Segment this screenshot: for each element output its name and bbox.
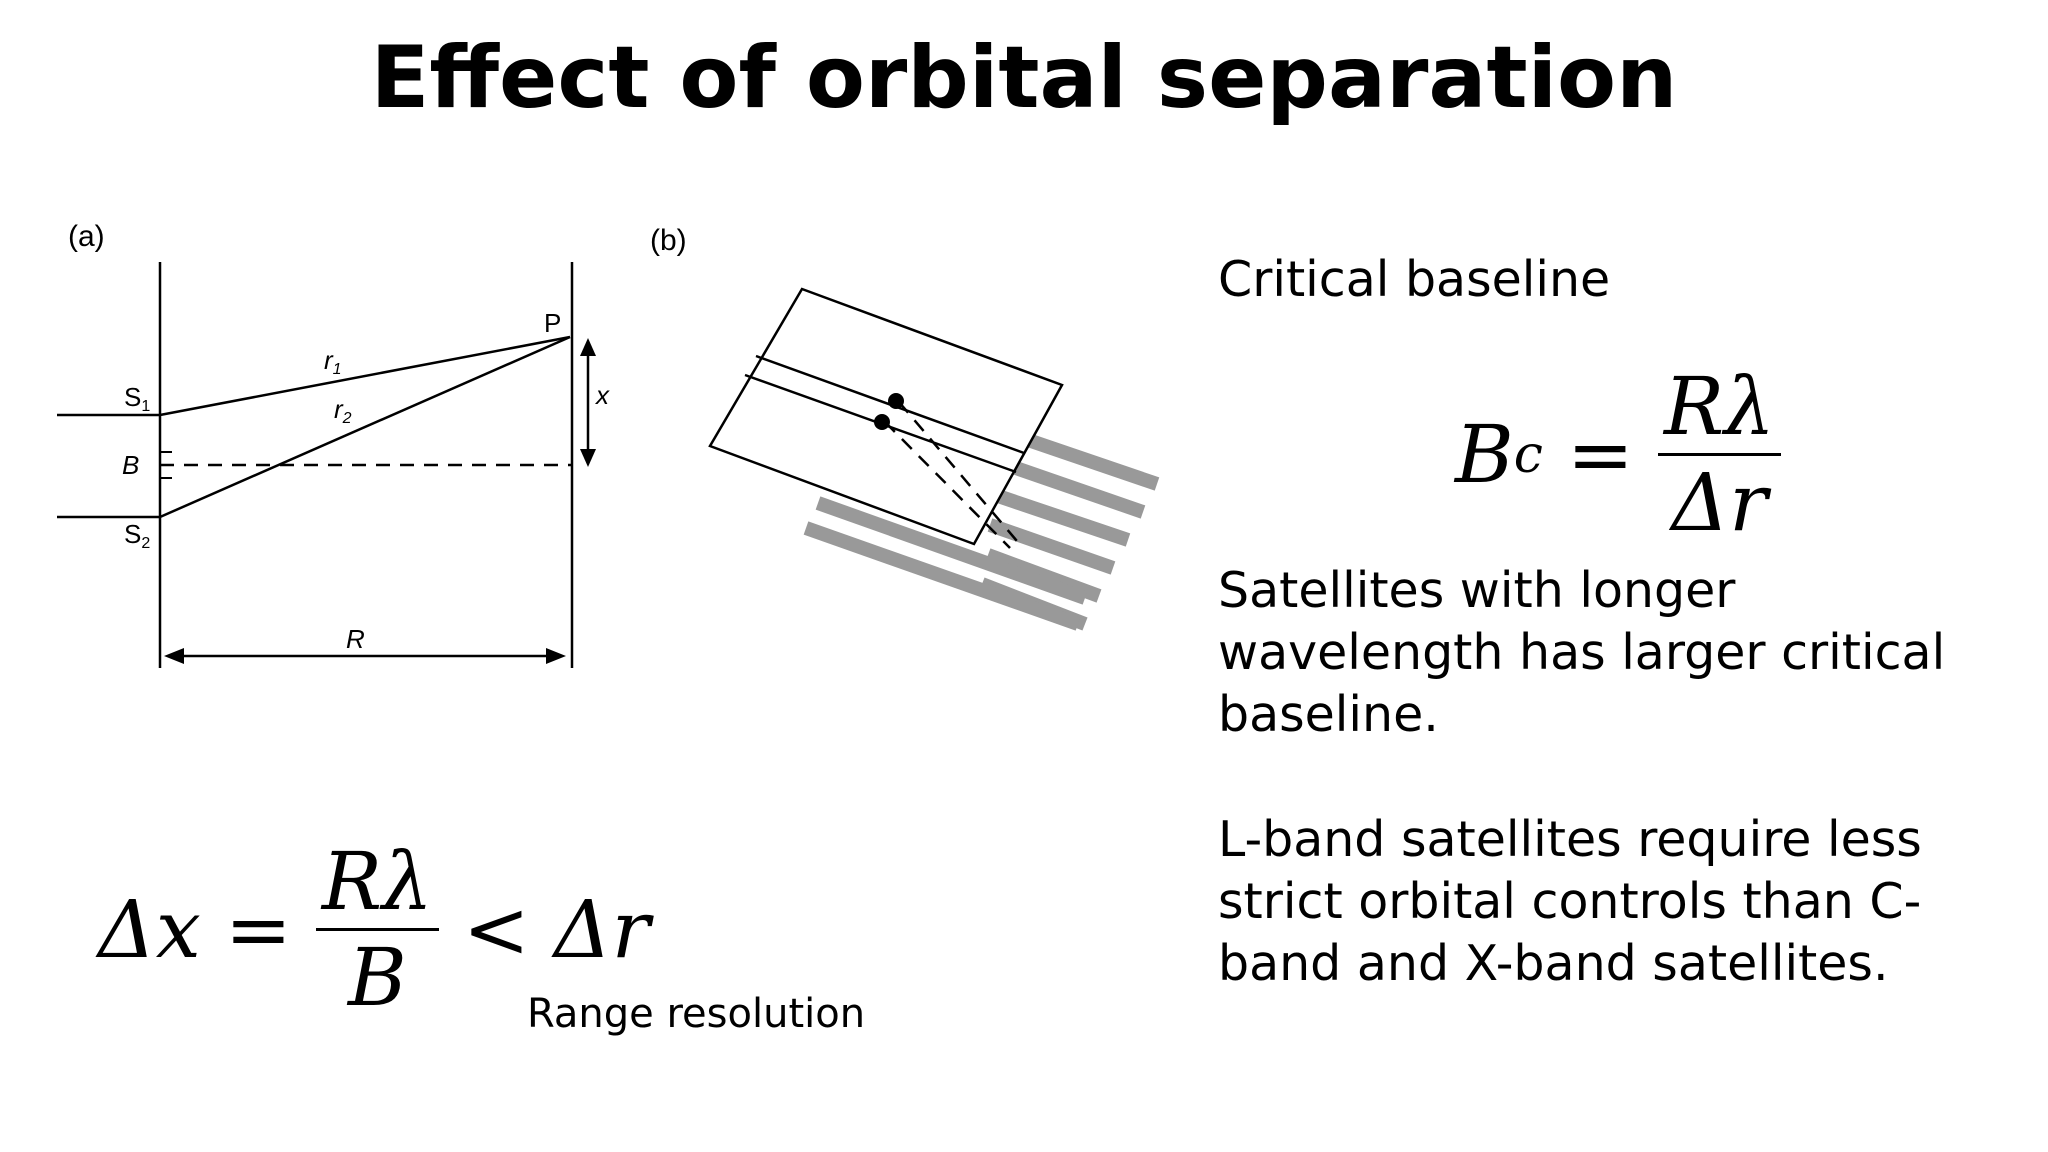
eq1-fraction: Rλ Δr <box>1657 360 1781 549</box>
label-r2-sub: 2 <box>342 410 352 427</box>
range-resolution-note: Range resolution <box>527 991 866 1037</box>
svg-text:S1: S1 <box>124 382 150 415</box>
label-S2-sub: 2 <box>141 535 150 552</box>
label-x: x <box>594 380 610 410</box>
ray-r1 <box>159 335 571 417</box>
svg-text:r1: r1 <box>324 345 342 378</box>
eq2-fraction-bar <box>315 928 439 931</box>
label-r1: r <box>324 345 334 375</box>
label-S1: S <box>124 382 141 412</box>
label-P: P <box>544 308 561 338</box>
target-point-1 <box>888 393 904 409</box>
panel-a-diagram <box>57 262 590 668</box>
eq2-rhs: Δr <box>553 883 650 976</box>
eq1-denominator: Δr <box>1671 456 1768 549</box>
eq2-fraction: Rλ B <box>315 835 439 1024</box>
eq1-fraction-bar <box>1657 453 1781 456</box>
label-r2: r <box>334 394 344 424</box>
eq1-lhs: B <box>1455 408 1514 501</box>
svg-text:r2: r2 <box>334 394 352 427</box>
panel-b-label: (b) <box>650 224 687 257</box>
label-S2: S <box>124 519 141 549</box>
eq2-equals: = <box>224 883 292 976</box>
displacement-equation: Δx = Rλ B < Δr <box>98 835 650 1024</box>
eq1-numerator: Rλ <box>1663 360 1775 453</box>
ray-r2 <box>159 335 571 519</box>
eq1-equals: = <box>1566 408 1634 501</box>
wavelength-paragraph: Satellites with longer wavelength has la… <box>1218 562 1946 743</box>
slide-title: Effect of orbital separation <box>370 28 1678 128</box>
critical-baseline-heading: Critical baseline <box>1218 251 1611 308</box>
panel-a-label: (a) <box>68 220 105 253</box>
eq2-denominator: B <box>347 931 407 1024</box>
l-band-paragraph: L-band satellites require less strict or… <box>1218 811 1922 992</box>
eq1-lhs-sub: c <box>1513 424 1543 485</box>
eq2-less-than: < <box>462 883 530 976</box>
eq2-lhs: Δx <box>98 883 201 976</box>
label-R: R <box>346 624 365 654</box>
eq2-numerator: Rλ <box>321 835 433 928</box>
label-S1-sub: 1 <box>141 398 150 415</box>
svg-text:S2: S2 <box>124 519 150 552</box>
label-r1-sub: 1 <box>333 361 342 378</box>
label-B: B <box>122 450 139 480</box>
target-point-2 <box>874 414 890 430</box>
